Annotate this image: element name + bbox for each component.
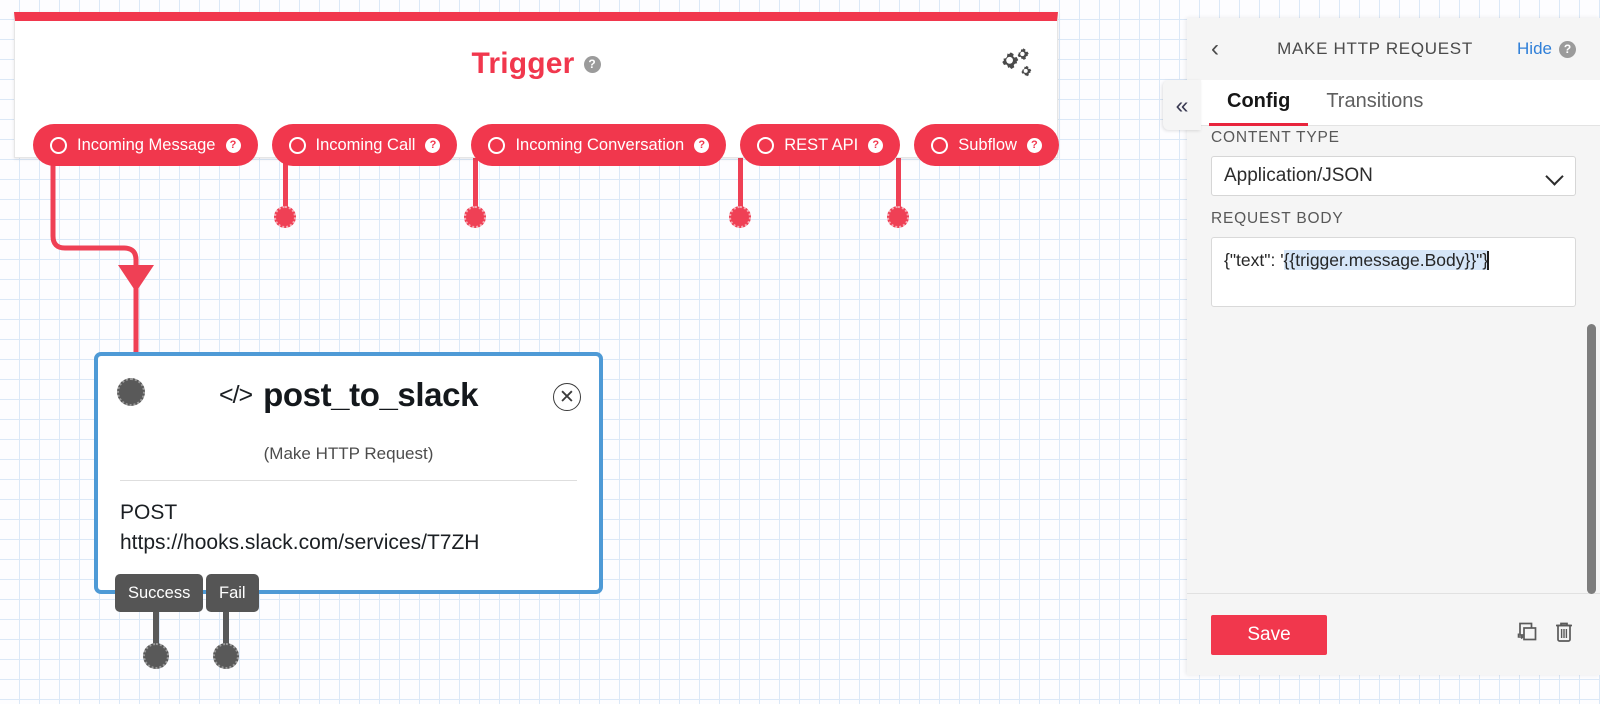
save-button[interactable]: Save — [1211, 614, 1327, 655]
connector-subflow — [896, 150, 901, 212]
panel-tabs: Config Transitions — [1187, 80, 1600, 126]
divider — [120, 480, 577, 481]
radio-icon — [931, 136, 949, 154]
panel-scrollbar[interactable] — [1587, 324, 1596, 594]
trigger-pill-incoming-call[interactable]: Incoming Call ? — [271, 124, 458, 166]
output-dot-success[interactable] — [143, 643, 169, 669]
close-icon[interactable]: ✕ — [553, 383, 581, 411]
chevron-down-icon — [1545, 167, 1564, 186]
connector-dot-rest-api[interactable] — [729, 206, 751, 228]
connector-incoming-conversation — [473, 150, 478, 212]
panel-header: ‹ MAKE HTTP REQUEST Hide ? — [1187, 18, 1600, 80]
request-body-prefix: {"text": ' — [1224, 250, 1284, 270]
trigger-pill-label: Incoming Message — [77, 135, 216, 154]
help-icon[interactable]: ? — [425, 137, 441, 153]
panel-title: MAKE HTTP REQUEST — [1277, 39, 1473, 58]
node-request-summary: POST https://hooks.slack.com/services/T7… — [120, 498, 579, 558]
content-type-label: CONTENT TYPE — [1211, 129, 1340, 146]
trigger-help-icon[interactable]: ? — [583, 55, 601, 73]
radio-icon — [288, 136, 306, 154]
panel-footer: Save — [1187, 593, 1600, 675]
gears-icon[interactable] — [993, 47, 1035, 83]
trigger-pill-label: Incoming Conversation — [515, 135, 685, 154]
trigger-title-row: Trigger ? — [15, 47, 1057, 81]
trigger-pill-label: Incoming Call — [315, 135, 416, 154]
text-caret — [1487, 251, 1489, 270]
node-title: post_to_slack — [263, 376, 479, 413]
panel-tabs-wrap: Config Transitions — [1187, 80, 1600, 126]
connector-incoming-call — [283, 150, 288, 212]
tab-config[interactable]: Config — [1209, 80, 1309, 126]
help-icon[interactable]: ? — [694, 137, 710, 153]
content-type-value: Application/JSON — [1224, 165, 1373, 186]
content-type-select[interactable]: Application/JSON — [1211, 156, 1576, 196]
trash-icon[interactable] — [1552, 619, 1576, 650]
config-panel: ‹ MAKE HTTP REQUEST Hide ? Config Transi… — [1187, 18, 1600, 675]
request-body-selection: {{trigger.message.Body}}"} — [1283, 250, 1489, 270]
connector-dot-incoming-conversation[interactable] — [464, 206, 486, 228]
node-output-fail[interactable]: Fail — [206, 574, 259, 612]
radio-icon — [757, 136, 775, 154]
request-body-label: REQUEST BODY — [1211, 210, 1344, 227]
node-subtitle: (Make HTTP Request) — [263, 444, 434, 463]
output-stem-success — [153, 606, 159, 650]
trigger-pill-label: REST API — [784, 135, 859, 154]
trigger-pill-incoming-message[interactable]: Incoming Message ? — [33, 124, 258, 166]
connector-rest-api — [738, 150, 743, 212]
trigger-widget: Trigger ? Incoming Message ? — [14, 12, 1059, 166]
radio-icon — [488, 136, 506, 154]
node-http-method: POST — [120, 501, 178, 524]
code-icon: </> — [218, 380, 253, 409]
trigger-pill-row: Incoming Message ? Incoming Call ? Incom… — [33, 124, 1059, 166]
hide-panel-link[interactable]: Hide — [1517, 39, 1552, 58]
connector-dot-subflow[interactable] — [887, 206, 909, 228]
node-output-success[interactable]: Success — [115, 574, 204, 612]
help-icon[interactable]: ? — [1026, 137, 1042, 153]
collapse-panel-button[interactable]: « — [1163, 80, 1201, 130]
node-http-url: https://hooks.slack.com/services/T7ZH — [120, 531, 480, 555]
trigger-pill-rest-api[interactable]: REST API ? — [740, 124, 901, 166]
help-icon[interactable]: ? — [225, 137, 241, 153]
page-title: Trigger — [471, 47, 575, 80]
radio-icon — [50, 136, 67, 154]
help-icon[interactable]: ? — [868, 137, 884, 153]
footer-icons — [1512, 619, 1576, 650]
output-stem-fail — [223, 606, 229, 650]
connector-dot-incoming-call[interactable] — [274, 206, 296, 228]
request-body-text: {"text": '{{trigger.message.Body}}"} — [1224, 250, 1489, 270]
output-dot-fail[interactable] — [213, 643, 239, 669]
back-chevron-icon[interactable]: ‹ — [1211, 35, 1219, 62]
request-body-input[interactable]: {"text": '{{trigger.message.Body}}"} — [1211, 237, 1576, 307]
trigger-pill-label: Subflow — [958, 135, 1017, 154]
panel-help-icon[interactable]: ? — [1559, 40, 1576, 58]
panel-body[interactable]: CONTENT TYPE Application/JSON REQUEST BO… — [1187, 126, 1600, 609]
duplicate-icon[interactable] — [1512, 619, 1538, 650]
flow-node-post-to-slack[interactable]: </> post_to_slack ✕ (Make HTTP Request) … — [94, 352, 603, 594]
node-input-connector[interactable] — [117, 378, 145, 406]
tab-transitions[interactable]: Transitions — [1326, 90, 1424, 112]
trigger-pill-incoming-conversation[interactable]: Incoming Conversation ? — [471, 124, 727, 166]
trigger-pill-subflow[interactable]: Subflow ? — [914, 124, 1059, 166]
node-title-row: </> post_to_slack — [98, 376, 599, 414]
